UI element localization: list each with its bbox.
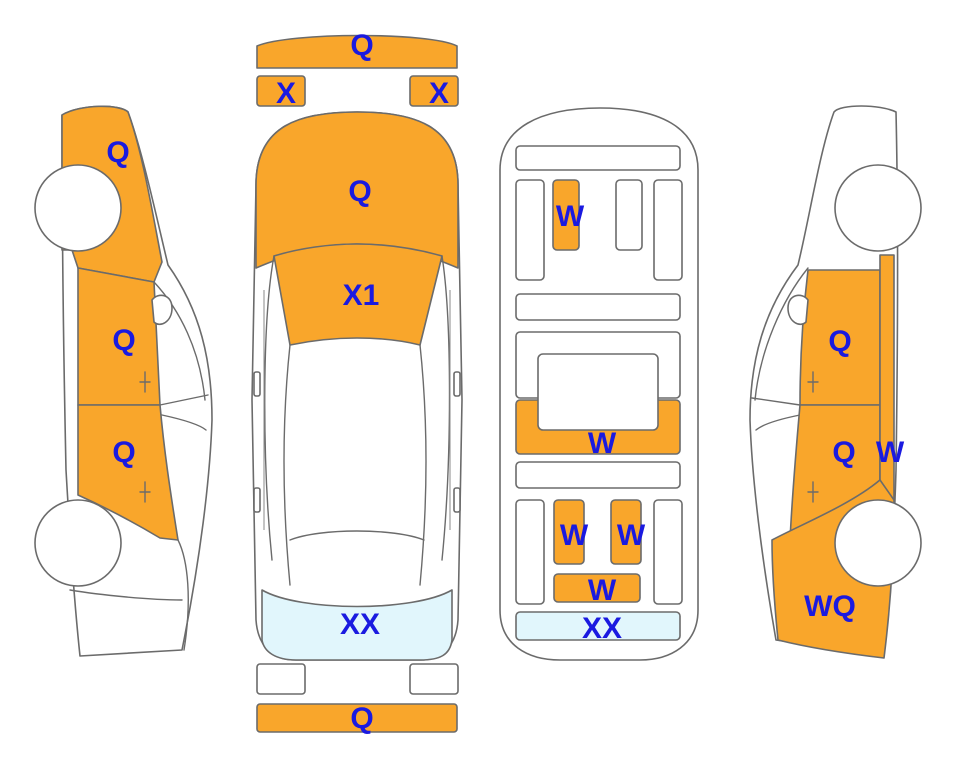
label-rear-window: XX [340, 608, 380, 641]
label-right-front-door: Q [828, 325, 851, 358]
rear-window[interactable] [261, 589, 453, 661]
left-rear-wheel [34, 499, 122, 587]
underbody-rear-rail-left[interactable] [553, 499, 585, 565]
rear-bumper[interactable] [256, 703, 458, 733]
right-headlight[interactable] [409, 75, 459, 107]
left-front-wheel [34, 164, 122, 252]
label-right-pillar: W [876, 436, 905, 469]
label-left-rear-door: Q [112, 436, 135, 469]
label-hood: Q [348, 175, 371, 208]
label-rear-bumper: Q [350, 702, 373, 735]
label-underbody-front-rail: W [556, 200, 585, 233]
left-taillight[interactable] [256, 663, 306, 695]
label-right-rear-door: Q [832, 436, 855, 469]
label-underbody-rear-rail-right: W [617, 519, 646, 552]
label-front-bumper: Q [350, 29, 373, 62]
underbody-rear-crossmember[interactable] [553, 573, 641, 603]
right-rear-wheel [834, 499, 922, 587]
label-windshield: X1 [343, 279, 380, 312]
label-left-front-door: Q [112, 324, 135, 357]
right-front-wheel [834, 164, 922, 252]
label-underbody-rear-crossmember: W [588, 574, 617, 607]
right-side-view: Q Q W WQ [749, 105, 922, 659]
left-side-view: Q Q Q [34, 105, 213, 657]
underbody-view: W W W W W XX [499, 107, 699, 661]
right-taillight[interactable] [409, 663, 459, 695]
underbody-rear-rail-right[interactable] [610, 499, 642, 565]
label-right-quarter-panel: WQ [804, 590, 856, 623]
label-underbody-rear-rail-left: W [560, 519, 589, 552]
label-underbody-center-crossmember: W [588, 427, 617, 460]
front-bumper[interactable] [256, 34, 458, 69]
label-left-headlight: X [276, 77, 296, 110]
label-underbody-rear-panel: XX [582, 612, 622, 645]
top-view: Q X X Q X1 XX Q [251, 29, 463, 735]
label-right-headlight: X [429, 77, 449, 110]
underbody-rear-panel[interactable] [515, 611, 681, 641]
left-headlight[interactable] [256, 75, 306, 107]
label-left-front-fender: Q [106, 136, 129, 169]
underbody-front-rail[interactable] [552, 179, 580, 251]
